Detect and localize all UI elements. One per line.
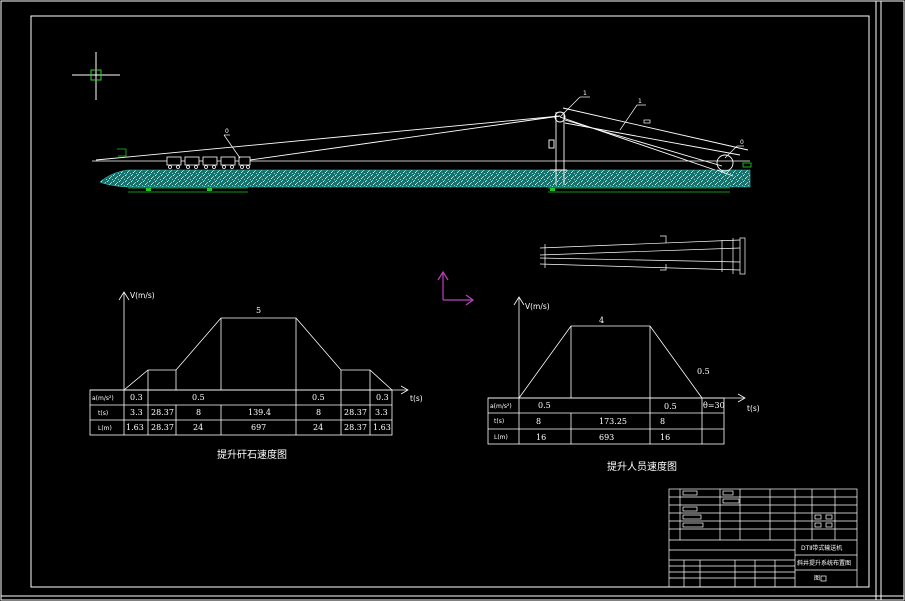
table-cell: 8 — [536, 417, 541, 426]
speed-chart-left — [89, 291, 409, 436]
right-side-label: 0.5 — [697, 367, 710, 376]
table-cell: 173.25 — [599, 417, 627, 426]
table-cell: 0.3 — [376, 393, 389, 402]
left-row-label-t: t(s) — [98, 410, 108, 417]
table-cell: 28.37 — [151, 408, 174, 417]
right-peak-label: 4 — [599, 316, 604, 325]
table-cell: 28.37 — [344, 408, 367, 417]
leader-label-3: 0 — [225, 128, 229, 135]
crosshair-cursor-icon — [72, 52, 120, 100]
table-cell: 16 — [536, 433, 546, 442]
table-cell: 1.63 — [126, 423, 144, 432]
ground-bed — [92, 148, 751, 193]
table-cell: 693 — [599, 433, 614, 442]
leader-label-4: 0 — [740, 139, 744, 146]
title-block-title-line2: 斜井提升系统布置图 — [797, 559, 851, 567]
leader-label-1: 1 — [583, 90, 587, 97]
hoist-ropes — [95, 107, 749, 171]
table-cell: 16 — [660, 433, 670, 442]
left-chart-title: 提升矸石速度图 — [217, 448, 287, 461]
right-table-labels: a(m/s²) t(s) L(m) — [490, 403, 512, 441]
head-sheave-tower — [548, 111, 752, 185]
table-cell: 697 — [251, 423, 266, 432]
table-cell: 3.3 — [375, 408, 388, 417]
table-cell: 28.37 — [151, 423, 174, 432]
right-chart-title: 提升人员速度图 — [607, 460, 677, 473]
leader-label-2: 1 — [638, 98, 642, 105]
left-table-cells: 0.3 0.5 0.5 0.3 3.3 28.37 8 139.4 8 28.3… — [126, 393, 391, 432]
table-cell: 28.37 — [344, 423, 367, 432]
table-cell: 0.3 — [130, 393, 143, 402]
table-cell: 139.4 — [248, 408, 271, 417]
table-cell: θ=30 — [703, 401, 725, 410]
ucs-axis-icon — [437, 270, 475, 306]
table-cell: 0.5 — [312, 393, 325, 402]
left-row-label-l: L(m) — [98, 425, 112, 432]
left-peak-label: 5 — [256, 306, 261, 315]
mine-cars — [166, 156, 251, 169]
title-block — [668, 488, 858, 588]
left-axis-y-label: V(m/s) — [130, 291, 155, 300]
left-row-label-a: a(m/s²) — [92, 395, 114, 402]
table-cell: 3.3 — [130, 408, 143, 417]
right-row-label-t: t(s) — [494, 418, 504, 425]
table-cell: 8 — [660, 417, 665, 426]
table-cell: 24 — [313, 423, 323, 432]
plan-view — [539, 235, 746, 275]
title-block-sheet-label: 图 — [814, 575, 820, 582]
right-row-label-a: a(m/s²) — [490, 403, 512, 410]
left-table-labels: a(m/s²) t(s) L(m) — [92, 395, 114, 432]
right-row-label-l: L(m) — [494, 434, 508, 441]
table-cell: 24 — [193, 423, 203, 432]
table-cell: 1.63 — [373, 423, 391, 432]
table-cell: 0.5 — [192, 393, 205, 402]
speed-chart-right — [487, 296, 746, 445]
left-axis-x-label: t(s) — [410, 394, 423, 403]
table-cell: 8 — [196, 408, 201, 417]
table-cell: 8 — [316, 408, 321, 417]
table-cell: 0.5 — [538, 401, 551, 410]
title-block-title-line1: DTⅡ带式输送机 — [801, 544, 842, 552]
right-axis-y-label: V(m/s) — [525, 302, 550, 311]
right-table-cells: 0.5 0.5 θ=30 8 173.25 8 16 693 16 — [536, 401, 725, 442]
table-cell: 0.5 — [664, 402, 677, 411]
leader-callouts — [223, 96, 744, 159]
right-axis-x-label: t(s) — [747, 404, 760, 413]
